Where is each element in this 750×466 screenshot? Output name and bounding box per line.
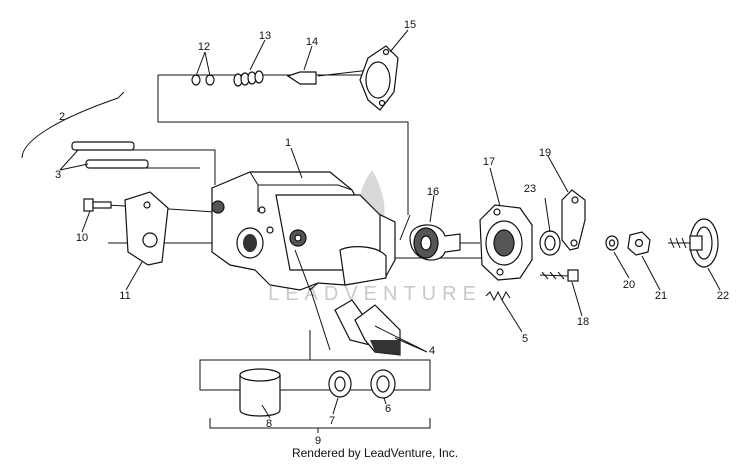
part-18-bolt — [539, 269, 579, 282]
callout-22: 22 — [717, 290, 729, 302]
callout-2: 2 — [59, 111, 65, 123]
part-8-piston — [239, 368, 281, 417]
callout-21: 21 — [655, 290, 667, 302]
callout-18: 18 — [577, 316, 589, 328]
callout-1: 1 — [285, 137, 291, 149]
callout-9: 9 — [315, 435, 321, 447]
callouts: 1 2 3 4 5 6 7 8 9 10 11 12 13 14 15 16 1… — [55, 19, 729, 447]
part-1-caliper-body — [211, 171, 396, 291]
callout-12: 12 — [198, 41, 210, 53]
callout-6: 6 — [385, 403, 391, 415]
part-5-spring — [485, 290, 511, 302]
part-2-brace — [21, 91, 125, 159]
part-10-bolt — [83, 198, 112, 212]
callout-16: 16 — [427, 186, 439, 198]
part-13-seals — [233, 70, 264, 87]
part-21-nut — [627, 231, 651, 256]
part-4-brake-pads — [334, 299, 401, 356]
callout-11: 11 — [119, 290, 130, 302]
part-22-adjuster — [668, 218, 719, 268]
callout-20: 20 — [623, 279, 635, 291]
part-14-pin — [286, 71, 317, 85]
callout-4: 4 — [429, 345, 435, 357]
part-19-lever — [561, 189, 586, 251]
callout-17: 17 — [483, 156, 495, 168]
callout-3: 3 — [55, 169, 61, 181]
part-3-pins — [71, 141, 149, 169]
part-15-gasket — [359, 45, 399, 111]
part-6-seal — [370, 369, 396, 399]
part-11-bracket — [124, 191, 169, 266]
part-23-ring — [539, 230, 561, 256]
part-20-washer — [605, 235, 619, 251]
part-7-washer — [328, 370, 352, 398]
part-17-housing — [479, 204, 533, 281]
guide-lines — [107, 69, 490, 391]
leader-lines — [59, 29, 721, 419]
callout-5: 5 — [522, 333, 528, 345]
callout-14: 14 — [306, 36, 318, 48]
callout-23: 23 — [524, 183, 536, 195]
watermark-text: LEADVENTURE — [268, 283, 482, 305]
callout-8: 8 — [266, 418, 272, 430]
callout-19: 19 — [539, 147, 551, 159]
part-16-bushing — [409, 224, 461, 261]
render-credit: Rendered by LeadVenture, Inc. — [291, 446, 459, 460]
part-12-orings — [191, 74, 215, 86]
callout-15: 15 — [404, 19, 416, 31]
part-9-brace — [209, 418, 431, 433]
callout-10: 10 — [76, 232, 88, 244]
callout-13: 13 — [259, 30, 271, 42]
callout-7: 7 — [329, 415, 335, 427]
